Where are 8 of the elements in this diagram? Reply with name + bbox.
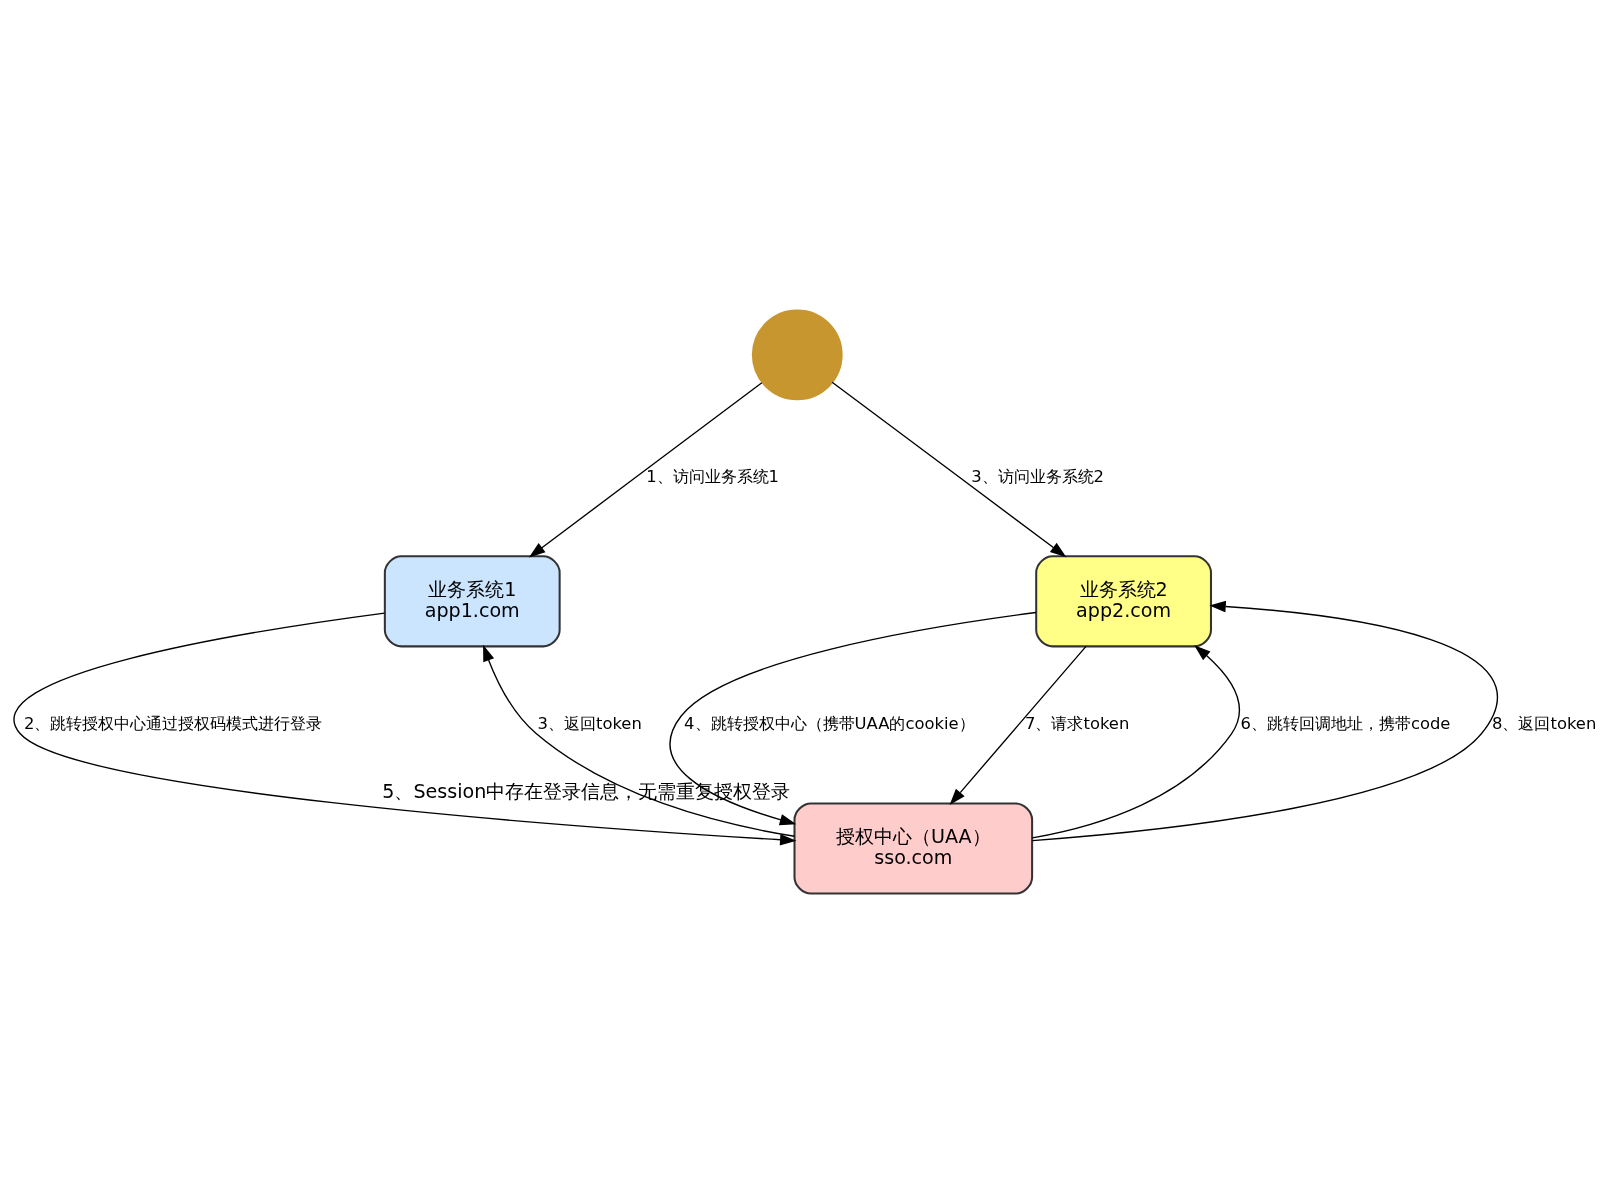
edge-label: 3、访问业务系统2 [971,466,1104,486]
edge-label: 7、请求token [1025,713,1130,733]
edge-label: 6、跳转回调地址，携带code [1240,713,1451,733]
edge-label: 8、返回token [1492,713,1597,733]
edge-label: 1、访问业务系统1 [646,466,779,486]
edge-label: 4、跳转授权中心（携带UAA的cookie） [684,713,975,733]
edge-label: 2、跳转授权中心通过授权码模式进行登录 [23,713,323,733]
edge-label: 3、返回token [537,713,642,733]
